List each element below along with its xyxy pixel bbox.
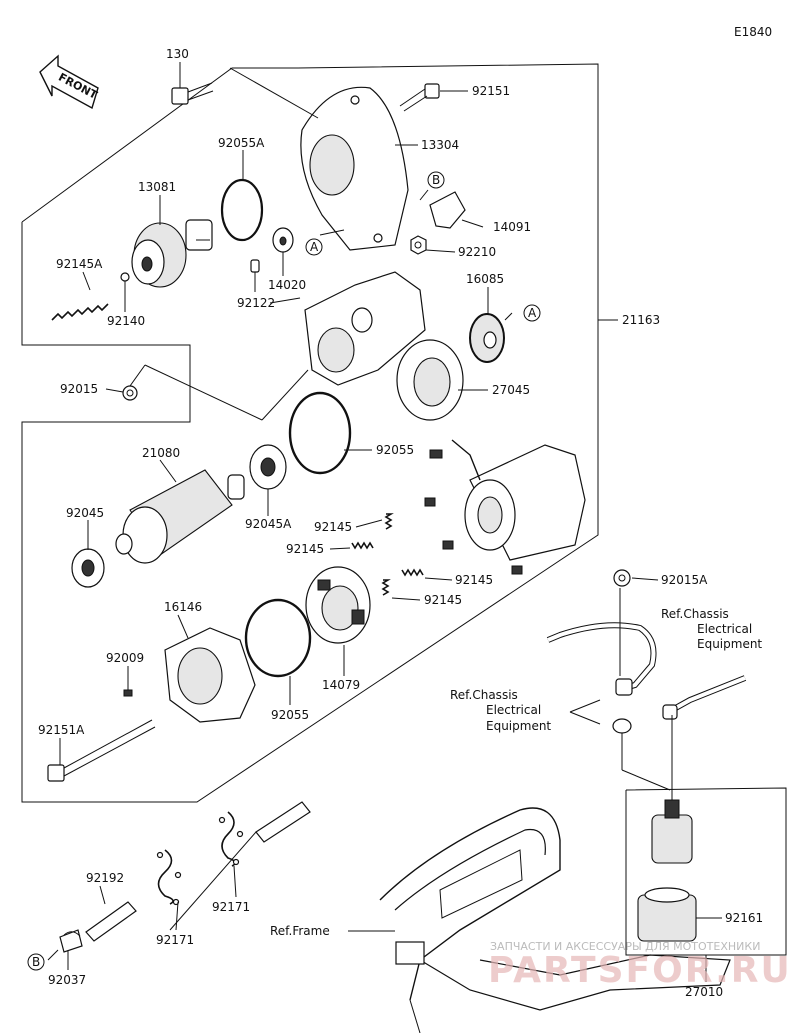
label-92151A: 92151A [38, 723, 85, 737]
callout-labels: 130 92151 13304 92055A 13081 14091 92210… [38, 47, 763, 999]
part-92055-lower-o-ring [244, 598, 312, 678]
part-92015A-nut [613, 569, 631, 587]
part-92037-clamp [59, 929, 83, 953]
svg-text:ЗАПЧАСТИ И АКСЕССУАРЫ ДЛЯ МОТО: ЗАПЧАСТИ И АКСЕССУАРЫ ДЛЯ МОТОТЕХНИКИ [490, 940, 760, 953]
label-92015: 92015 [60, 382, 98, 396]
part-92171-clip-left [156, 849, 182, 906]
ref-circle-b-upper: B [427, 171, 445, 189]
label-92015A: 92015A [661, 573, 708, 587]
label-92140: 92140 [107, 314, 145, 328]
ref-chassis-electrical-1: Ref.Chassis Electrical Equipment [661, 607, 762, 651]
ref-circle-b-lower: B [27, 953, 45, 971]
part-92171-clip-right [218, 811, 244, 867]
label-14020: 14020 [268, 278, 306, 292]
ref-frame: Ref.Frame [270, 924, 330, 938]
part-14079-brush-holder [305, 566, 371, 644]
part-92045-bearing [71, 548, 105, 588]
label-92161: 92161 [725, 911, 763, 925]
svg-text:A: A [528, 306, 537, 320]
part-92210-nut [410, 235, 427, 255]
part-27045 [396, 339, 464, 421]
frame [379, 807, 731, 1033]
svg-text:B: B [432, 173, 440, 187]
label-130: 130 [166, 47, 189, 61]
label-92045A: 92045A [245, 517, 292, 531]
label-92145-b: 92145 [286, 542, 324, 556]
label-14079: 14079 [322, 678, 360, 692]
ref-circle-a-right: A [523, 304, 541, 322]
svg-text:Ref.Chassis: Ref.Chassis [661, 607, 729, 621]
ref-circle-a-upper: A [305, 238, 323, 256]
part-92145-springs [351, 513, 424, 596]
part-92055-upper-o-ring [288, 391, 352, 475]
part-13081-gear [131, 219, 213, 288]
label-92171-right: 92171 [212, 900, 250, 914]
part-16146-end-cover [164, 627, 256, 723]
part-92192-pin-left [85, 901, 137, 942]
label-16146: 16146 [164, 600, 202, 614]
front-arrow-icon: FRONT [39, 54, 100, 110]
svg-text:Electrical: Electrical [486, 703, 541, 717]
svg-text:PARTSFOR.RU: PARTSFOR.RU [488, 950, 792, 991]
watermark-logo: ЗАПЧАСТИ И АКСЕССУАРЫ ДЛЯ МОТОТЕХНИКИ PA… [488, 940, 792, 991]
part-14091-cap [429, 191, 466, 229]
label-21163: 21163 [622, 313, 660, 327]
label-21080: 21080 [142, 446, 180, 460]
part-92045A-bearing [249, 444, 287, 490]
svg-text:A: A [310, 240, 319, 254]
part-92055A-o-ring [220, 178, 264, 242]
part-92140-ball [120, 272, 130, 282]
svg-text:Equipment: Equipment [486, 719, 551, 733]
svg-text:B: B [32, 955, 40, 969]
label-13304: 13304 [421, 138, 459, 152]
label-92210: 92210 [458, 245, 496, 259]
label-92055A: 92055A [218, 136, 265, 150]
label-92145-d: 92145 [424, 593, 462, 607]
svg-text:Equipment: Equipment [697, 637, 762, 651]
label-92055-lower: 92055 [271, 708, 309, 722]
label-92009: 92009 [106, 651, 144, 665]
diagram-code: E1840 [734, 25, 772, 39]
leader-lines [47, 62, 722, 982]
label-13081: 13081 [138, 180, 176, 194]
part-13304-end-cover [300, 86, 409, 251]
part-27010-relay-box [625, 787, 787, 956]
label-92171-left: 92171 [156, 933, 194, 947]
part-92151A-bolt [47, 719, 156, 782]
label-92145-a: 92145 [314, 520, 352, 534]
part-92122-pin [250, 259, 260, 273]
battery-cables [546, 622, 747, 734]
label-92145-c: 92145 [455, 573, 493, 587]
svg-text:Ref.Chassis: Ref.Chassis [450, 688, 518, 702]
starter-assembly-outline [21, 63, 599, 803]
label-92055-upper: 92055 [376, 443, 414, 457]
part-21080-armature [115, 469, 245, 564]
starter-yoke [424, 439, 586, 575]
part-92151-bolt [399, 83, 440, 112]
part-16085-gear [469, 313, 505, 363]
label-92037: 92037 [48, 973, 86, 987]
svg-text:Electrical: Electrical [697, 622, 752, 636]
svg-text:Ref.Frame: Ref.Frame [270, 924, 330, 938]
label-92151: 92151 [472, 84, 510, 98]
part-92015-nut [122, 385, 138, 401]
part-92009-screw [123, 689, 133, 697]
part-92145A-spring [51, 303, 109, 321]
label-27045: 27045 [492, 383, 530, 397]
label-27010: 27010 [685, 985, 723, 999]
label-92122: 92122 [237, 296, 275, 310]
starter-housing [304, 271, 426, 386]
label-92192: 92192 [86, 871, 124, 885]
label-92045: 92045 [66, 506, 104, 520]
part-14020-gear [272, 227, 294, 253]
part-92192-pin-right [255, 801, 311, 843]
front-label: FRONT [56, 71, 100, 102]
label-92145A: 92145A [56, 257, 103, 271]
ref-chassis-electrical-2: Ref.Chassis Electrical Equipment [450, 688, 551, 733]
label-16085: 16085 [466, 272, 504, 286]
label-14091: 14091 [493, 220, 531, 234]
